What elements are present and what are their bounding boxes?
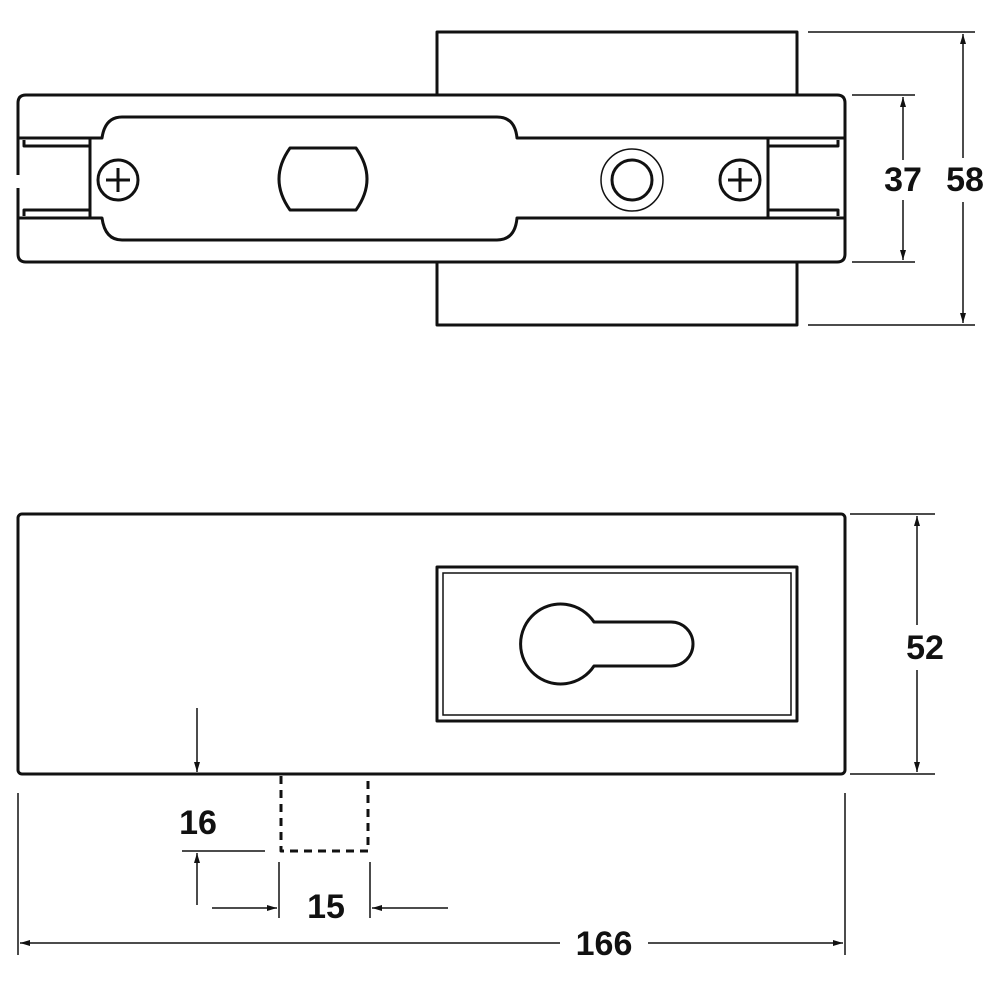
strike-recess (279, 776, 370, 853)
dim-166-label: 166 (576, 925, 633, 963)
cylinder-plate-inner (442, 572, 792, 716)
dim-15-label: 15 (307, 888, 345, 926)
dim-37-label: 37 (884, 161, 922, 199)
dim-166-extension (17, 793, 846, 955)
dim-15-extension (278, 862, 371, 918)
body-outline (16, 93, 847, 264)
bolt-hole (610, 158, 654, 202)
front-view: 52 16 15 166 (16, 512, 944, 963)
right-slot (766, 138, 840, 218)
dim-37-extension (852, 94, 915, 263)
top-rail (18, 115, 845, 140)
dim-16-label: 16 (179, 804, 217, 842)
cylinder-plate (435, 565, 799, 723)
left-slot (22, 138, 92, 218)
dim-58-label: 58 (946, 161, 984, 199)
dim-52-extension (850, 513, 935, 775)
top-view: 37 58 (16, 30, 984, 327)
screw-icon (718, 158, 762, 202)
screw-icon (96, 158, 140, 202)
keyhole-icon (519, 602, 695, 686)
dim-58-extension (808, 31, 975, 326)
body-front (16, 512, 847, 776)
back-block-top (435, 30, 799, 95)
bolt-ring (600, 148, 664, 212)
back-block-bottom (435, 262, 799, 327)
bottom-rail (18, 216, 845, 242)
spindle-hole (277, 146, 369, 212)
dim-52-label: 52 (906, 629, 944, 667)
